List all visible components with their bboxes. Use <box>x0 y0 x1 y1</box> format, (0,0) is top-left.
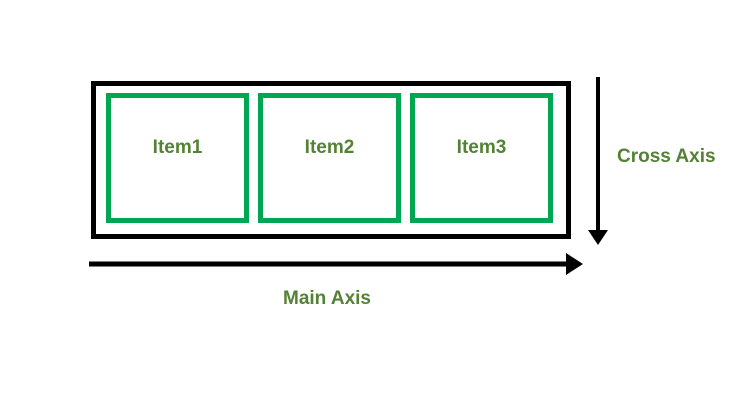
flex-item-1-label: Item1 <box>152 137 203 158</box>
flex-item-3: Item3 <box>410 93 553 223</box>
cross-axis-label: Cross Axis <box>617 146 716 167</box>
main-axis-arrow <box>89 253 583 275</box>
flex-item-3-label: Item3 <box>456 137 507 158</box>
cross-axis-arrow <box>588 77 608 245</box>
flex-item-2-label: Item2 <box>304 137 355 158</box>
main-axis-label: Main Axis <box>283 288 371 309</box>
flex-item-2: Item2 <box>258 93 401 223</box>
flex-item-1: Item1 <box>106 93 249 223</box>
